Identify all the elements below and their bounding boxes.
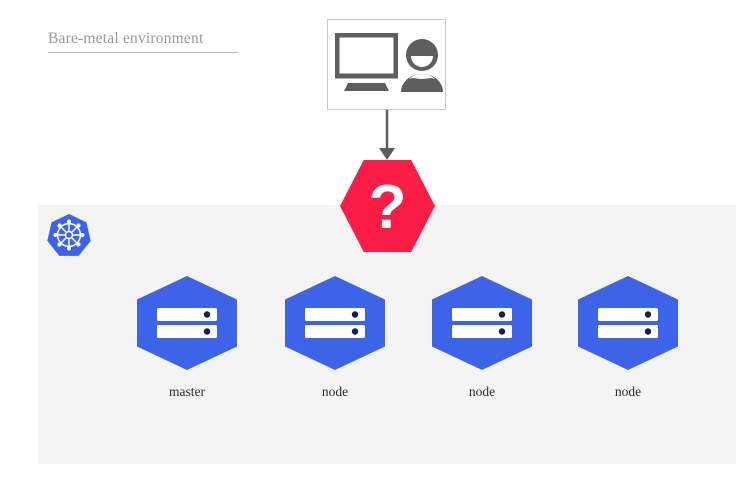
node-label: node	[614, 384, 642, 399]
server-icon	[598, 308, 658, 338]
question-hexagon: ?	[340, 160, 435, 252]
server-icon	[305, 308, 365, 338]
kubernetes-logo	[46, 212, 92, 258]
node-hexagon	[578, 276, 678, 370]
cluster-node-master[interactable]: master	[137, 276, 237, 406]
question-mark-glyph: ?	[369, 173, 407, 242]
monitor-icon	[334, 32, 399, 93]
cluster-node-3[interactable]: node	[432, 276, 532, 406]
server-icon	[157, 308, 217, 338]
node-label: node	[468, 384, 496, 399]
title-underline	[48, 52, 238, 53]
person-icon	[400, 38, 444, 92]
node-hexagon	[137, 276, 237, 370]
node-label: master	[169, 384, 205, 399]
page-title: Bare-metal environment	[48, 30, 204, 47]
cluster-node-4[interactable]: node	[578, 276, 678, 406]
node-label: node	[321, 384, 349, 399]
node-hexagon	[285, 276, 385, 370]
server-icon	[452, 308, 512, 338]
flow-arrow	[369, 110, 405, 162]
cluster-node-2[interactable]: node	[285, 276, 385, 406]
node-hexagon	[432, 276, 532, 370]
